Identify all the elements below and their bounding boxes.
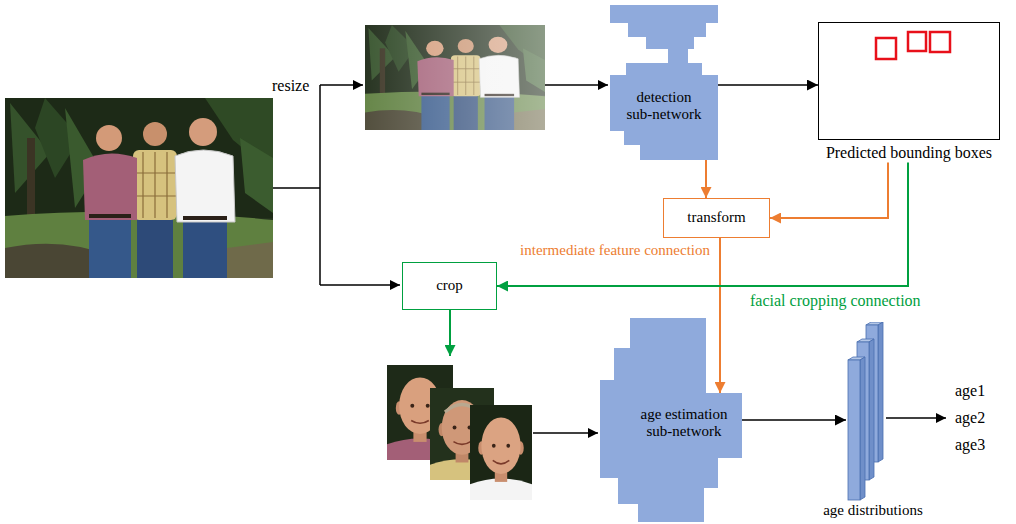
node-text: crop [436, 277, 463, 294]
data-flow-arrows [273, 187, 320, 189]
transform-box: transform [663, 198, 770, 238]
data-flow-arrows [533, 432, 598, 434]
distribution-bars [860, 357, 865, 500]
data-flow-arrows [320, 284, 400, 286]
network-outline [600, 318, 742, 522]
resized-photo [365, 25, 545, 130]
age-output-label: age3 [953, 436, 987, 454]
output-frame [818, 22, 1000, 140]
distribution-bars [869, 339, 874, 480]
data-flow-arrows [545, 84, 608, 86]
text-holder: Predicted bounding boxes [818, 144, 1000, 162]
node-text: age distributions [808, 502, 938, 519]
data-flow-arrows [319, 85, 321, 285]
detection-subnetwork: detection sub-network [610, 5, 718, 160]
resized-photo [365, 25, 545, 130]
node-text: Predicted bounding boxes [818, 144, 1000, 162]
connection-label: intermediate feature connection [518, 242, 712, 259]
text-holder: detection sub-network [624, 89, 704, 124]
age-distribution-bars: age distributions [808, 322, 938, 522]
data-flow-arrows [886, 417, 946, 419]
face-crops [493, 460, 510, 463]
face-crops [387, 365, 532, 500]
face-crops [470, 405, 532, 500]
input-photo [5, 98, 273, 278]
connector [742, 419, 846, 421]
crop-box: crop [402, 262, 497, 310]
network-outline [610, 5, 718, 160]
node-text: age estimation sub-network [634, 406, 734, 441]
connection-label: facial cropping connection [748, 292, 923, 310]
age-output-label: age2 [953, 409, 987, 427]
connector [719, 238, 721, 393]
predicted-box-marks [876, 38, 896, 59]
network-outline [610, 5, 718, 160]
bounding-box-panel: Predicted bounding boxes [818, 22, 1000, 162]
face-crops [506, 444, 510, 448]
resized-photo [365, 25, 545, 130]
face-crops [453, 425, 457, 429]
predicted-box-marks [876, 32, 950, 59]
connector [718, 84, 818, 86]
predicted-box-marks [930, 32, 950, 52]
text-holder: age distributions [808, 502, 938, 519]
face-crops [492, 444, 496, 448]
text-holder: crop [436, 277, 463, 294]
age-estimation-subnetwork: age estimation sub-network [598, 318, 742, 522]
connector [770, 162, 888, 218]
connector [705, 160, 707, 198]
face-crops [411, 420, 429, 423]
crop-output-arrow [449, 310, 451, 356]
node-text: detection sub-network [624, 89, 704, 124]
distribution-bars [808, 322, 938, 502]
node-text: transform [687, 209, 745, 226]
face-crops [481, 417, 520, 474]
data-flow-arrows [320, 84, 363, 86]
face-crops [426, 404, 430, 408]
distribution-bars [848, 360, 860, 500]
input-photo [5, 98, 273, 278]
age-output-label: age1 [953, 382, 987, 400]
distribution-bars [878, 322, 883, 462]
text-holder: transform [687, 209, 745, 226]
predicted-box-marks [908, 32, 926, 51]
face-crops [410, 404, 414, 408]
text-holder: age estimation sub-network [634, 406, 734, 441]
face-crops [453, 442, 470, 445]
connector [497, 162, 908, 286]
step-label: resize [270, 77, 311, 95]
face-crops [470, 405, 532, 500]
